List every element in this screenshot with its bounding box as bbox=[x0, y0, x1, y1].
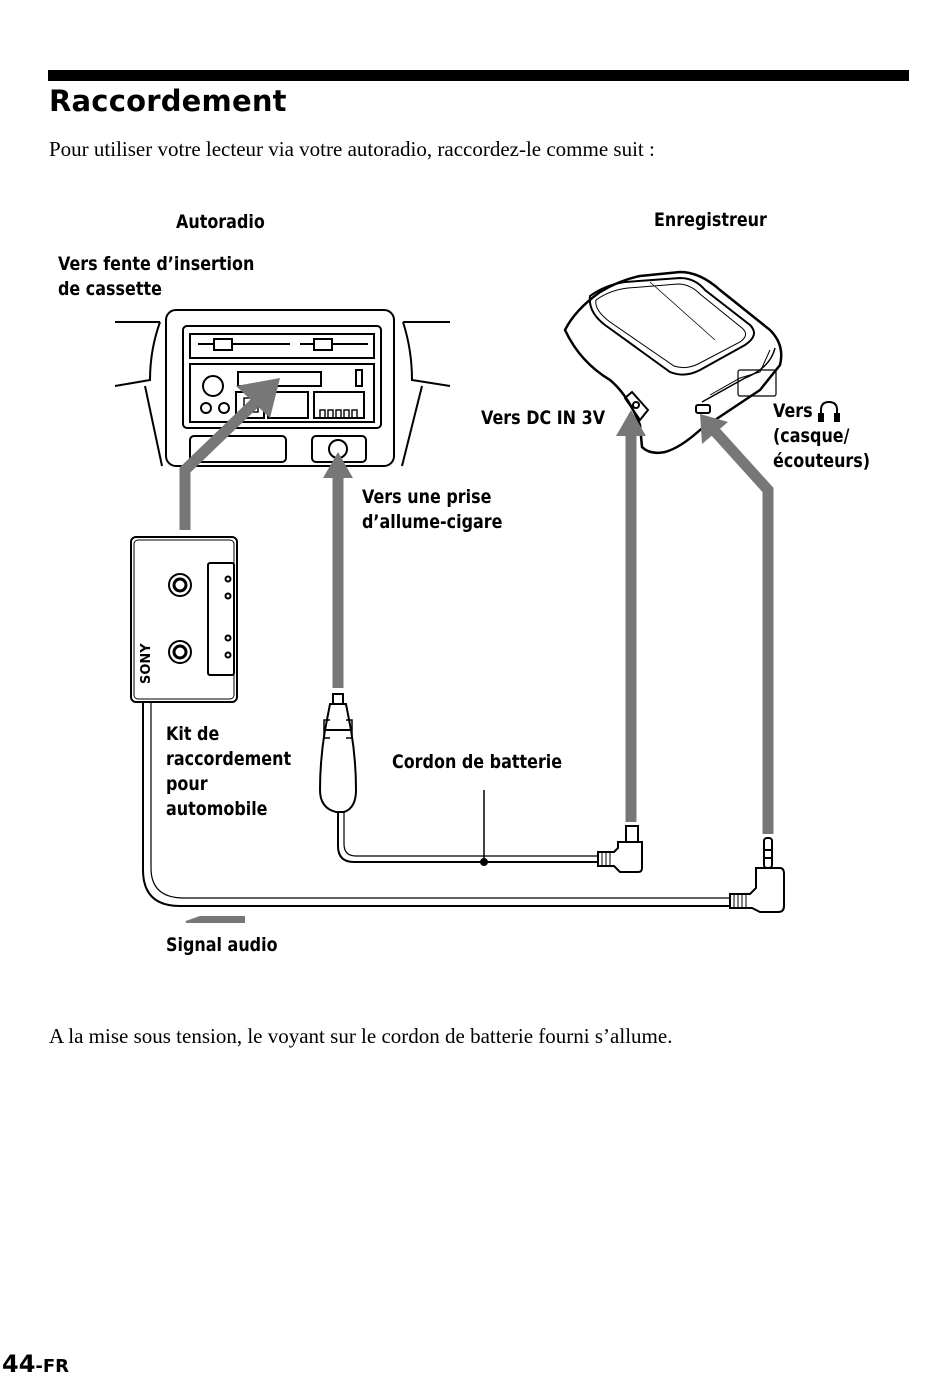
page-number-value: 44 bbox=[2, 1350, 36, 1378]
page-number: 44-FR bbox=[2, 1350, 69, 1378]
recorder-illustration bbox=[563, 270, 783, 455]
dc-plug bbox=[597, 825, 643, 873]
label-car-kit: Kit de raccordement pour automobile bbox=[166, 722, 291, 822]
cigar-lighter-plug bbox=[318, 693, 358, 813]
label-kit-line-3: pour bbox=[166, 773, 208, 795]
audio-signal-arrow bbox=[185, 916, 245, 923]
page-title: Raccordement bbox=[49, 84, 287, 118]
label-enregistreur: Enregistreur bbox=[654, 209, 767, 231]
label-autoradio: Autoradio bbox=[176, 211, 265, 233]
wires bbox=[142, 702, 730, 907]
cassette-brand-logo: SONY bbox=[139, 643, 154, 684]
intro-paragraph: Pour utiliser votre lecteur via votre au… bbox=[49, 137, 655, 161]
label-kit-line-2: raccordement bbox=[166, 748, 292, 770]
label-headphones-line-2: (casque/ bbox=[773, 425, 850, 447]
label-cassette-slot: Vers fente d’insertion de cassette bbox=[58, 252, 254, 302]
cassette-adapter-illustration bbox=[130, 536, 238, 703]
car-radio-illustration bbox=[114, 309, 451, 467]
label-cigar-line-1: Vers une prise bbox=[362, 486, 492, 508]
label-cigar-socket: Vers une prise d’allume-cigare bbox=[362, 485, 502, 535]
label-headphones-line-1: Vers bbox=[773, 400, 813, 422]
arrow-heads bbox=[236, 378, 728, 478]
label-kit-line-1: Kit de bbox=[166, 723, 220, 745]
label-dc-in: Vers DC IN 3V bbox=[481, 407, 606, 429]
label-headphones-line-3: écouteurs) bbox=[773, 450, 871, 472]
headphone-icon bbox=[818, 400, 840, 422]
heading-rule bbox=[48, 70, 909, 81]
label-battery-cord: Cordon de batterie bbox=[392, 751, 563, 773]
label-audio-signal: Signal audio bbox=[166, 934, 278, 956]
page-number-suffix: -FR bbox=[35, 1356, 70, 1377]
label-kit-line-4: automobile bbox=[166, 798, 268, 820]
label-cassette-slot-line-2: de cassette bbox=[58, 278, 162, 300]
headphone-plug bbox=[729, 837, 785, 913]
label-headphones: Vers (casque/ écouteurs) bbox=[773, 399, 870, 474]
label-cassette-slot-line-1: Vers fente d’insertion bbox=[58, 253, 255, 275]
connection-arrows bbox=[179, 392, 774, 834]
label-cigar-line-2: d’allume-cigare bbox=[362, 511, 503, 533]
outro-paragraph: A la mise sous tension, le voyant sur le… bbox=[49, 1024, 673, 1048]
